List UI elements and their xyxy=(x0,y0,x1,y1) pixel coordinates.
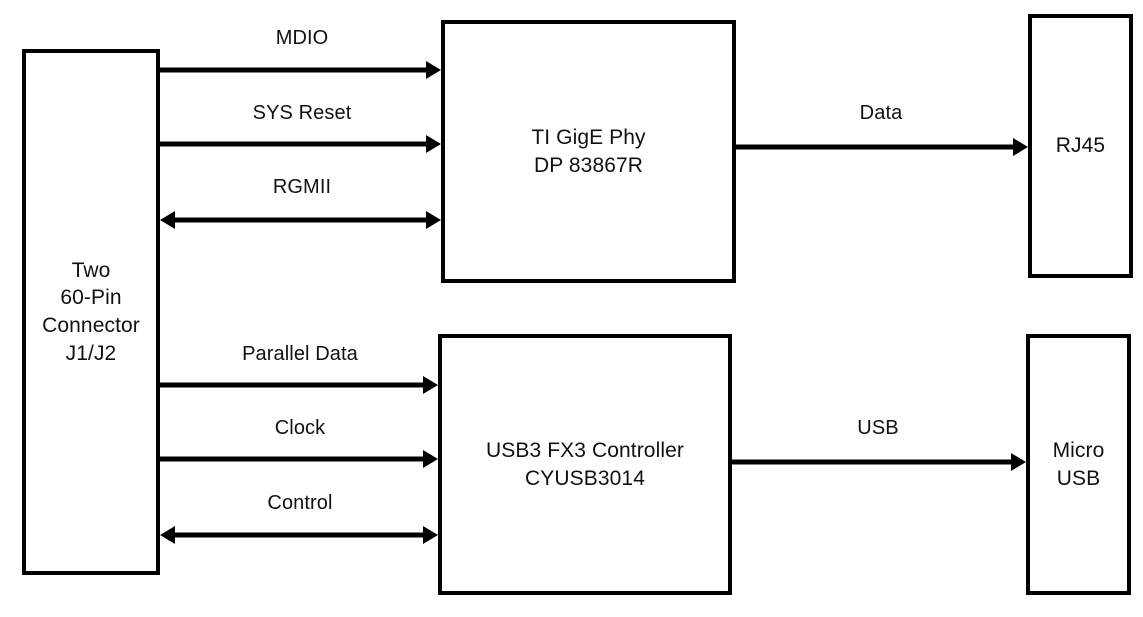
block-label-line: Two xyxy=(71,258,111,282)
connection-label-data: Data xyxy=(859,102,903,124)
block-label-line: USB xyxy=(1056,466,1101,490)
connection-label-sys-reset: SYS Reset xyxy=(252,102,352,124)
block-label-line: Connector xyxy=(42,314,140,337)
arrowhead-right-icon xyxy=(426,61,441,79)
arrowhead-right-icon xyxy=(423,376,438,394)
arrow-shaft xyxy=(172,532,426,538)
connection-label-parallel-data: Parallel Data xyxy=(242,343,358,365)
block-label-line: USB3 FX3 Controller xyxy=(486,438,684,462)
arrowhead-right-icon xyxy=(426,211,441,229)
connection-label-usb: USB xyxy=(857,417,899,439)
block-label-line: TI GigE Phy xyxy=(531,125,646,149)
block-label-line: RJ45 xyxy=(1055,134,1106,158)
connection-label-mdio: MDIO xyxy=(275,27,329,49)
block-rj45-connector: RJ45 xyxy=(1028,14,1133,278)
arrow-shaft xyxy=(172,217,429,223)
arrow-shaft xyxy=(732,459,1014,465)
arrow-shaft xyxy=(160,456,426,462)
arrowhead-right-icon xyxy=(423,526,438,544)
block-label-line: 60-Pin xyxy=(60,286,122,310)
block-ti-gige-phy: TI GigE Phy DP 83867R xyxy=(441,20,736,283)
connection-label-control: Control xyxy=(267,492,333,514)
arrowhead-left-icon xyxy=(160,211,175,229)
arrowhead-right-icon xyxy=(1011,453,1026,471)
arrowhead-right-icon xyxy=(423,450,438,468)
arrow-shaft xyxy=(160,141,429,147)
block-label-line: Micro xyxy=(1052,438,1105,462)
block-label-line: J1/J2 xyxy=(65,341,117,365)
connection-label-clock: Clock xyxy=(274,417,326,439)
arrowhead-left-icon xyxy=(160,526,175,544)
block-label-line: CYUSB3014 xyxy=(525,466,645,490)
arrowhead-right-icon xyxy=(1013,138,1028,156)
arrow-shaft xyxy=(160,382,426,388)
arrow-shaft xyxy=(736,144,1016,150)
block-label-line: DP 83867R xyxy=(533,153,644,177)
arrow-shaft xyxy=(160,67,429,73)
connection-label-rgmii: RGMII xyxy=(272,176,332,198)
arrowhead-right-icon xyxy=(426,135,441,153)
